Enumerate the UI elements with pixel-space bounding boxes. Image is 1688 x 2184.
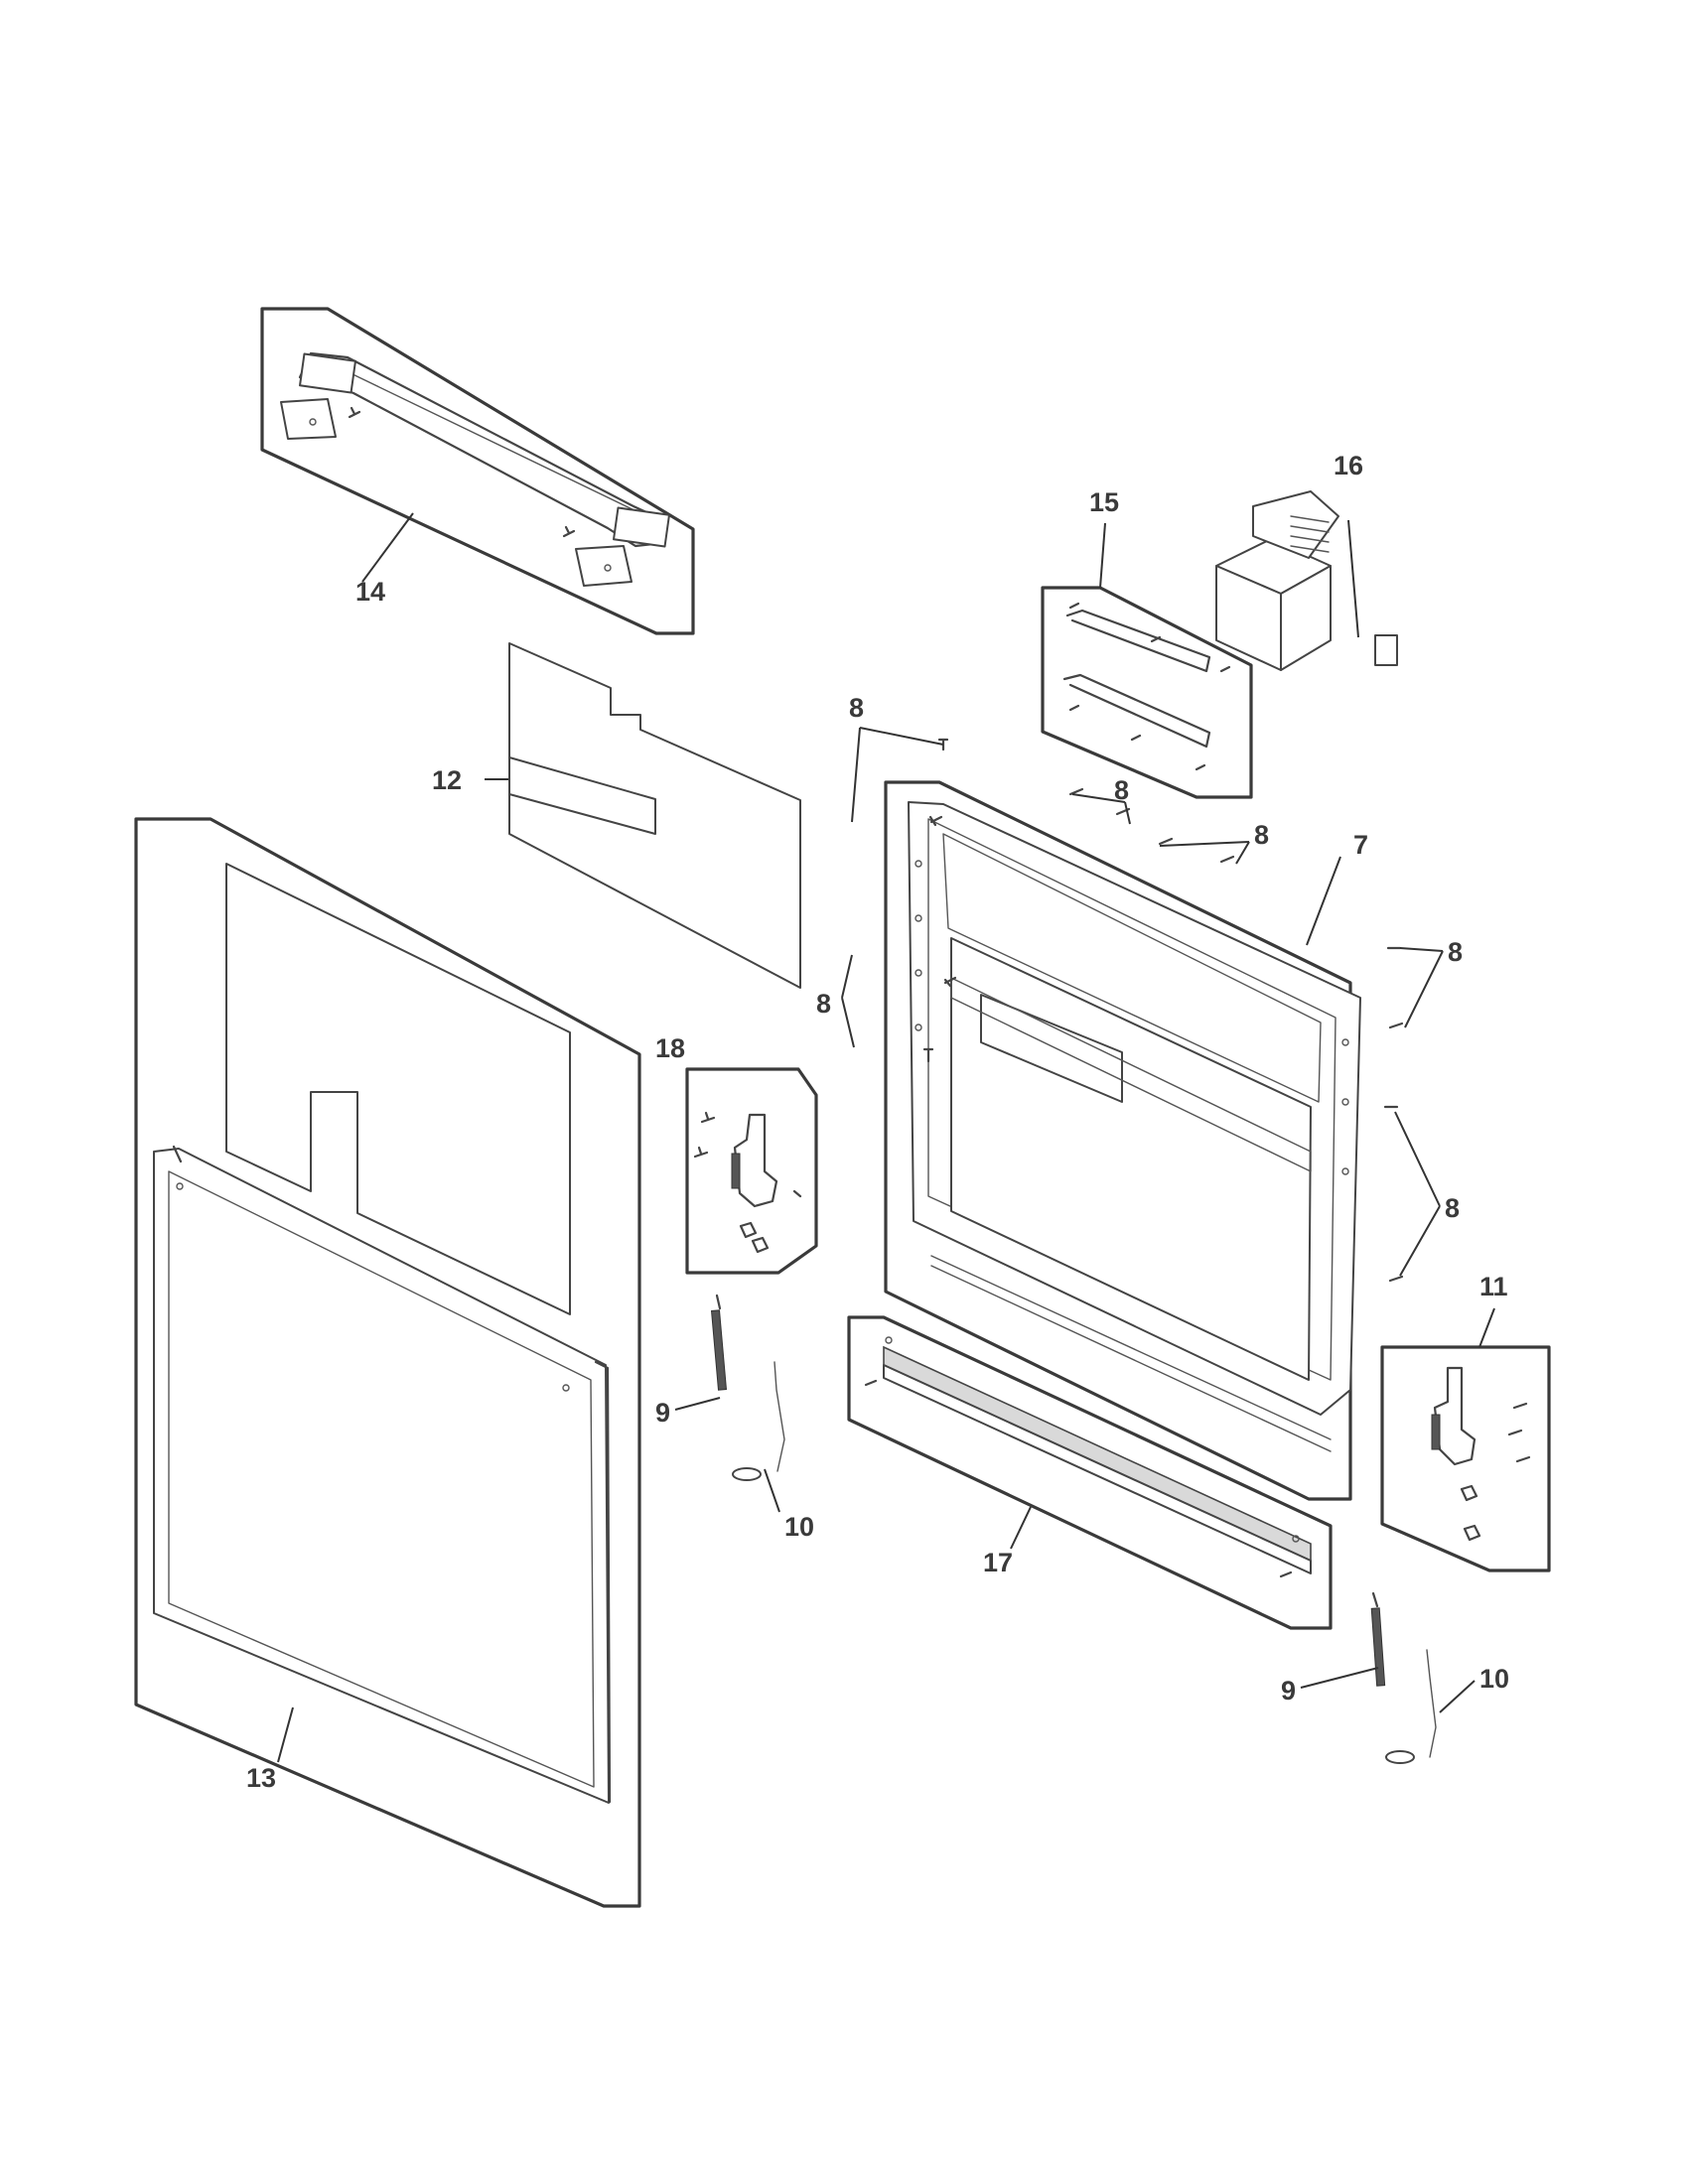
callout-8-top-right: 8 xyxy=(1254,820,1269,850)
callout-9-right: 9 xyxy=(1281,1676,1296,1706)
part-7-inner-door-frame[interactable] xyxy=(884,780,1361,1501)
callout-7: 7 xyxy=(1353,830,1368,860)
callout-17: 17 xyxy=(983,1548,1013,1577)
screw-hole-row xyxy=(914,860,1349,1175)
part-8-screws[interactable] xyxy=(922,738,1404,1283)
callout-12: 12 xyxy=(432,765,462,795)
part-14-handle-assembly[interactable] xyxy=(260,307,695,635)
callout-10-left: 10 xyxy=(784,1512,814,1542)
callout-8-right-upper: 8 xyxy=(1448,937,1463,967)
part-9-spring-left[interactable] xyxy=(710,1294,728,1391)
screw-icon xyxy=(693,1111,716,1159)
callout-10-right: 10 xyxy=(1479,1664,1509,1694)
screw-icon xyxy=(1068,602,1231,771)
screw-icon xyxy=(1507,1402,1531,1463)
leader-lines xyxy=(277,512,1495,1763)
part-13-outer-door-panel[interactable] xyxy=(134,817,641,1908)
screw-icon xyxy=(922,738,1404,1283)
part-16-dispenser[interactable] xyxy=(1215,490,1398,671)
callout-labels: 14 12 13 15 16 8 7 8 8 8 8 8 18 11 9 10 … xyxy=(246,451,1509,1793)
callout-14: 14 xyxy=(355,577,385,607)
part-11-hinge-bracket-right[interactable] xyxy=(1380,1345,1551,1572)
callout-8-top-left: 8 xyxy=(849,693,864,723)
callout-15: 15 xyxy=(1089,487,1119,517)
screw-icon xyxy=(348,406,576,538)
part-17-bottom-trim[interactable] xyxy=(847,1315,1333,1630)
callout-9-left: 9 xyxy=(655,1398,670,1428)
callout-16: 16 xyxy=(1334,451,1363,480)
callout-8-top-middle: 8 xyxy=(1114,775,1129,805)
part-10-cable-left[interactable] xyxy=(732,1361,785,1481)
part-10-cable-right[interactable] xyxy=(1385,1649,1437,1764)
callout-11: 11 xyxy=(1479,1272,1508,1301)
part-9-spring-right[interactable] xyxy=(1370,1591,1386,1687)
callout-8-left: 8 xyxy=(816,989,831,1019)
screw-icon xyxy=(864,1379,1293,1578)
part-12-insulation[interactable] xyxy=(508,642,801,989)
part-18-hinge-bracket-left[interactable] xyxy=(685,1067,818,1275)
callout-8-right-lower: 8 xyxy=(1445,1193,1460,1223)
callout-13: 13 xyxy=(246,1763,276,1793)
callout-18: 18 xyxy=(655,1033,685,1063)
